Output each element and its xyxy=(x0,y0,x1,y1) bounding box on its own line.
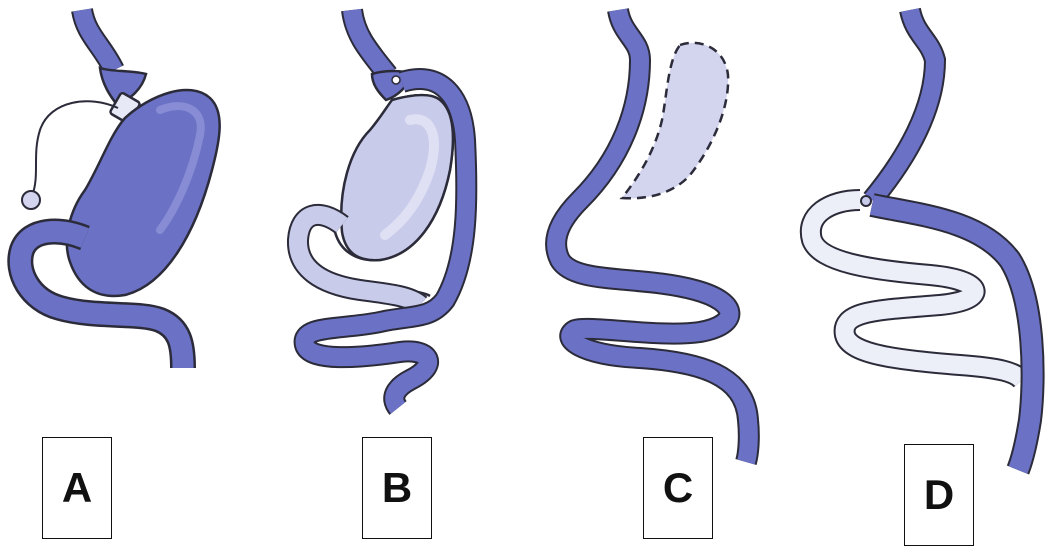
panel-a-port xyxy=(22,191,40,209)
panel-label-b: B xyxy=(362,437,432,539)
panel-label-d: D xyxy=(904,444,974,546)
panel-c-illustration xyxy=(556,10,749,462)
panel-a-illustration xyxy=(20,10,219,368)
panel-d-anastomosis xyxy=(861,196,871,206)
panel-label-a: A xyxy=(42,437,112,539)
panel-d-illustration xyxy=(811,10,1033,470)
panel-label-c: C xyxy=(643,437,713,539)
panel-b-illustration xyxy=(295,10,466,408)
